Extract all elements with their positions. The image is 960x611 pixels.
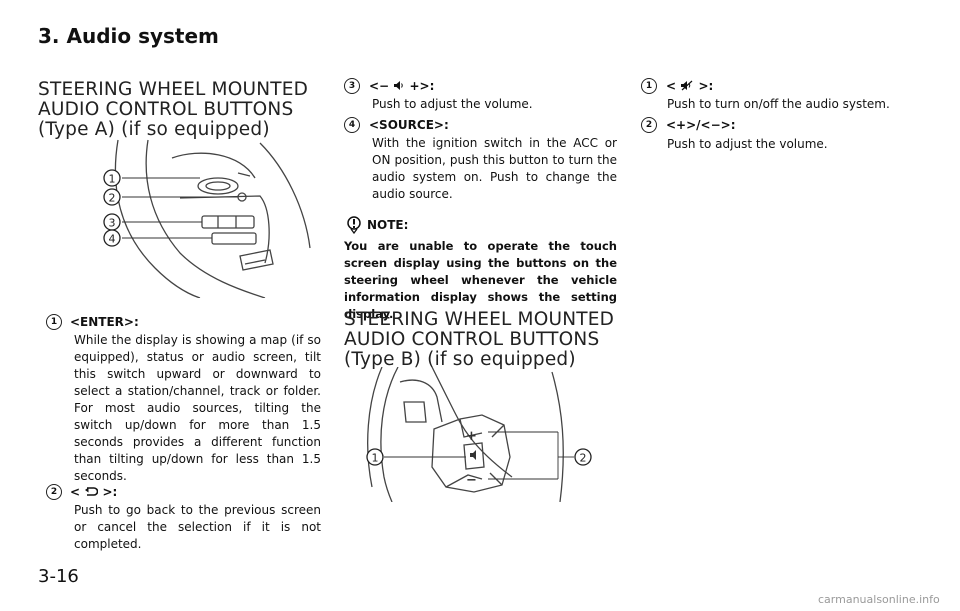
enter-label: <ENTER>:: [70, 315, 139, 329]
callout-2: 2: [574, 448, 592, 466]
note-label: NOTE:: [367, 218, 409, 232]
type-b-heading-line: STEERING WHEEL MOUNTED: [344, 309, 615, 330]
type-b-heading-line: (Type B) (if so equipped): [344, 349, 576, 370]
svg-text:2: 2: [580, 452, 587, 465]
type-b-callouts: 1 2: [366, 448, 592, 466]
enter-description: While the display is showing a map (if s…: [74, 333, 321, 483]
note-pencil-icon: [347, 216, 361, 234]
svg-text:+: +: [466, 429, 477, 444]
power-label: < >:: [666, 79, 713, 93]
type-b-heading: STEERING WHEEL MOUNTED AUDIO CONTROL BUT…: [344, 310, 614, 370]
source-description: With the ignition switch in the ACC or O…: [372, 136, 617, 201]
callout-2: 2: [103, 188, 121, 206]
item-number-3: 3: [344, 78, 360, 94]
item-number-2: 2: [46, 484, 62, 500]
svg-text:−: −: [466, 473, 477, 488]
callout-3: 3: [103, 213, 121, 231]
chapter-title: 3. Audio system: [38, 24, 219, 48]
type-a-heading-line: AUDIO CONTROL BUTTONS: [38, 99, 294, 120]
volume-label-open: <−: [369, 79, 390, 93]
volume-b-label: <+>/<−>:: [666, 118, 736, 132]
callout-1: 1: [103, 169, 121, 187]
type-a-heading: STEERING WHEEL MOUNTED AUDIO CONTROL BUT…: [38, 80, 308, 140]
type-b-heading-line: AUDIO CONTROL BUTTONS: [344, 329, 600, 350]
back-description: Push to go back to the previous screen o…: [74, 503, 321, 551]
item-number-1: 1: [46, 314, 62, 330]
svg-text:3: 3: [109, 217, 116, 230]
type-a-heading-line: STEERING WHEEL MOUNTED: [38, 79, 309, 100]
volume-label: <− +>:: [369, 79, 434, 93]
type-a-callouts: 1 2 3 4: [103, 169, 121, 247]
note-text: You are unable to operate the touch scre…: [344, 239, 617, 321]
type-a-heading-line: (Type A) (if so equipped): [38, 119, 270, 140]
item-number-b2: 2: [641, 117, 657, 133]
back-label-close: >:: [102, 485, 118, 499]
back-arrow-icon: [85, 487, 99, 496]
speaker-icon: [394, 81, 404, 90]
volume-b-description: Push to adjust the volume.: [667, 137, 828, 151]
source-label: <SOURCE>:: [369, 118, 449, 132]
power-label-close: >:: [698, 79, 714, 93]
power-label-open: <: [666, 79, 677, 93]
item-number-b1: 1: [641, 78, 657, 94]
svg-text:1: 1: [372, 452, 379, 465]
callout-1: 1: [366, 448, 384, 466]
page-number: 3-16: [38, 566, 79, 587]
back-label-open: <: [70, 485, 81, 499]
svg-text:1: 1: [109, 173, 116, 186]
type-b-steering-wheel-illustration: + − 1 2: [366, 367, 592, 502]
type-a-steering-wheel-illustration: 1 2 3 4: [103, 139, 311, 298]
volume-description: Push to adjust the volume.: [372, 97, 533, 111]
volume-label-close: +>:: [409, 79, 435, 93]
callout-4: 4: [103, 229, 121, 247]
back-label: < >:: [70, 485, 117, 499]
svg-text:2: 2: [109, 192, 116, 205]
power-description: Push to turn on/off the audio system.: [667, 97, 890, 111]
item-number-4: 4: [344, 117, 360, 133]
watermark: carmanualsonline.info: [818, 593, 940, 606]
svg-text:4: 4: [109, 233, 116, 246]
speaker-mute-icon: [681, 80, 693, 91]
